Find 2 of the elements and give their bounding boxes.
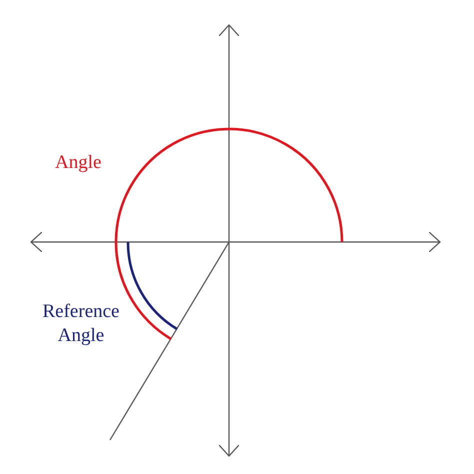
- reference-angle-label: Reference Angle: [42, 300, 120, 348]
- angle-label: Angle: [55, 151, 102, 175]
